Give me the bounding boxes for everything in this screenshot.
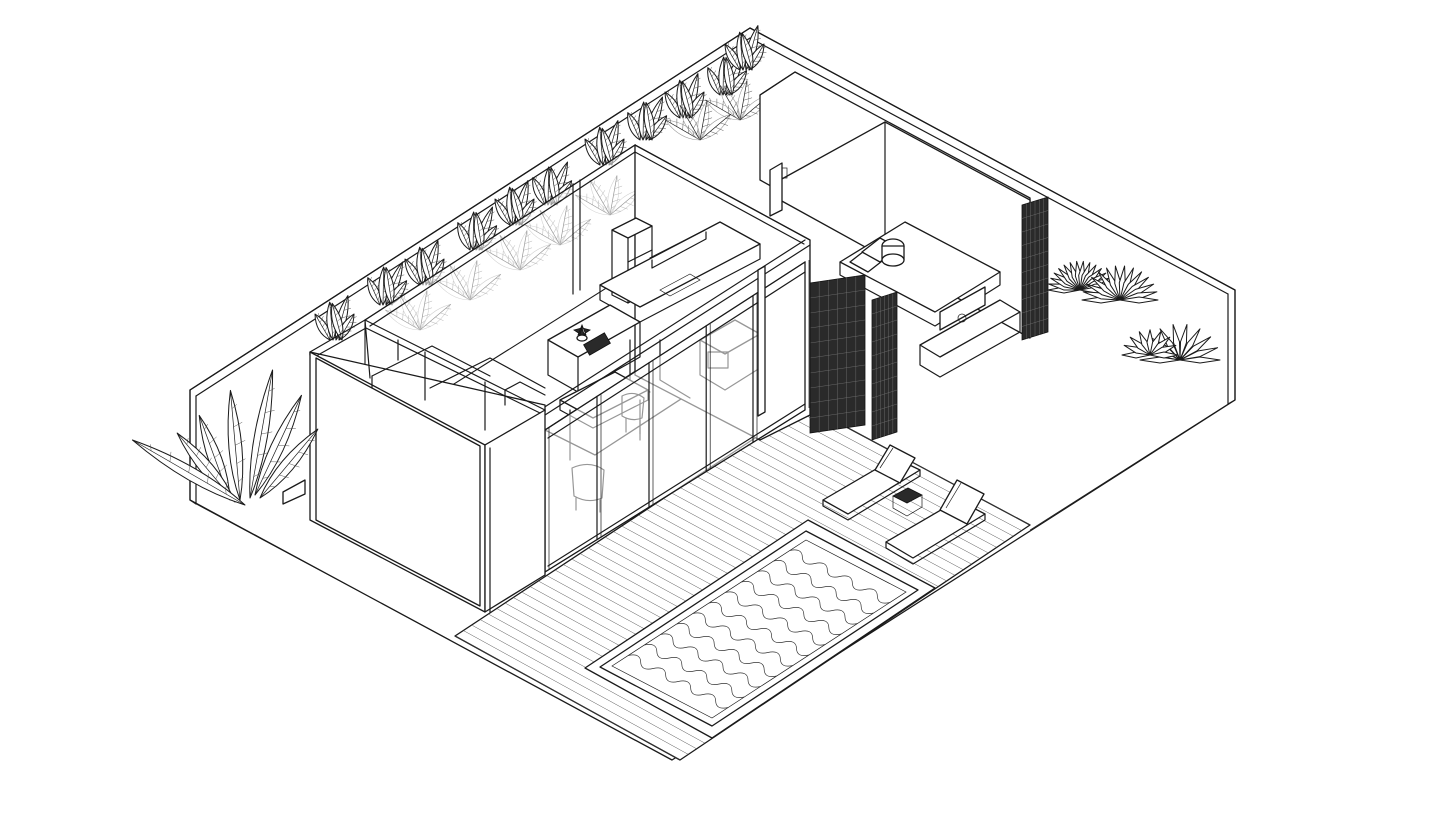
screen-panel	[1021, 196, 1049, 341]
banana-leaf	[314, 313, 331, 341]
wave-line	[708, 602, 810, 656]
banana-plant	[724, 25, 767, 71]
banana-leaf	[259, 428, 319, 499]
wave-line	[725, 591, 826, 646]
leaf-ghost	[664, 99, 732, 141]
banana-plant	[457, 206, 500, 251]
wave-line	[660, 633, 761, 688]
banana-plant	[627, 96, 670, 141]
banana-leaf	[532, 176, 546, 206]
banana-leaf	[249, 369, 275, 499]
tropical-plant	[1121, 329, 1179, 359]
tropical-plant	[1081, 265, 1159, 304]
corner-plants	[131, 369, 319, 506]
banana-leaf	[473, 211, 486, 251]
banana-leaf	[627, 111, 641, 141]
banana-plant	[532, 161, 575, 206]
bed	[839, 221, 1001, 327]
banana-leaf	[681, 80, 694, 119]
bedroom	[759, 71, 1031, 378]
column	[757, 162, 783, 417]
kitchen-island	[547, 304, 641, 393]
wave-line	[757, 570, 858, 625]
screen-panel	[809, 274, 866, 434]
banana-leaf	[227, 389, 246, 501]
banana-leaf	[131, 439, 246, 506]
banana-leaf	[601, 127, 614, 166]
banana-plant	[707, 51, 750, 96]
potted-plant	[573, 323, 591, 342]
lounger-left	[822, 444, 921, 521]
wave-line	[741, 581, 842, 635]
banana-leaf	[254, 394, 302, 496]
banana-leaf	[664, 117, 701, 141]
entry-block	[282, 319, 546, 613]
wave-line	[676, 623, 777, 677]
house	[282, 71, 1049, 613]
banana-leaf	[643, 101, 656, 141]
lounger-right	[885, 479, 986, 565]
wave-line	[773, 560, 874, 614]
sliding-glass-doors	[544, 260, 810, 573]
tv-console	[919, 286, 1021, 378]
folding-screens	[809, 196, 1049, 441]
screen-panel	[871, 291, 898, 441]
wave-line	[692, 612, 793, 667]
wave-line	[789, 549, 890, 604]
tropical-plants	[1047, 260, 1221, 364]
wave-line	[644, 644, 745, 698]
sun-loungers	[822, 444, 986, 565]
banana-cluster	[131, 369, 319, 506]
banana-leaf	[741, 32, 754, 71]
side-table	[892, 487, 923, 517]
banana-leaf	[383, 266, 396, 306]
wave-line	[628, 654, 729, 709]
banana-plant	[404, 240, 447, 286]
pool	[584, 519, 936, 739]
banana-leaf	[723, 56, 736, 96]
